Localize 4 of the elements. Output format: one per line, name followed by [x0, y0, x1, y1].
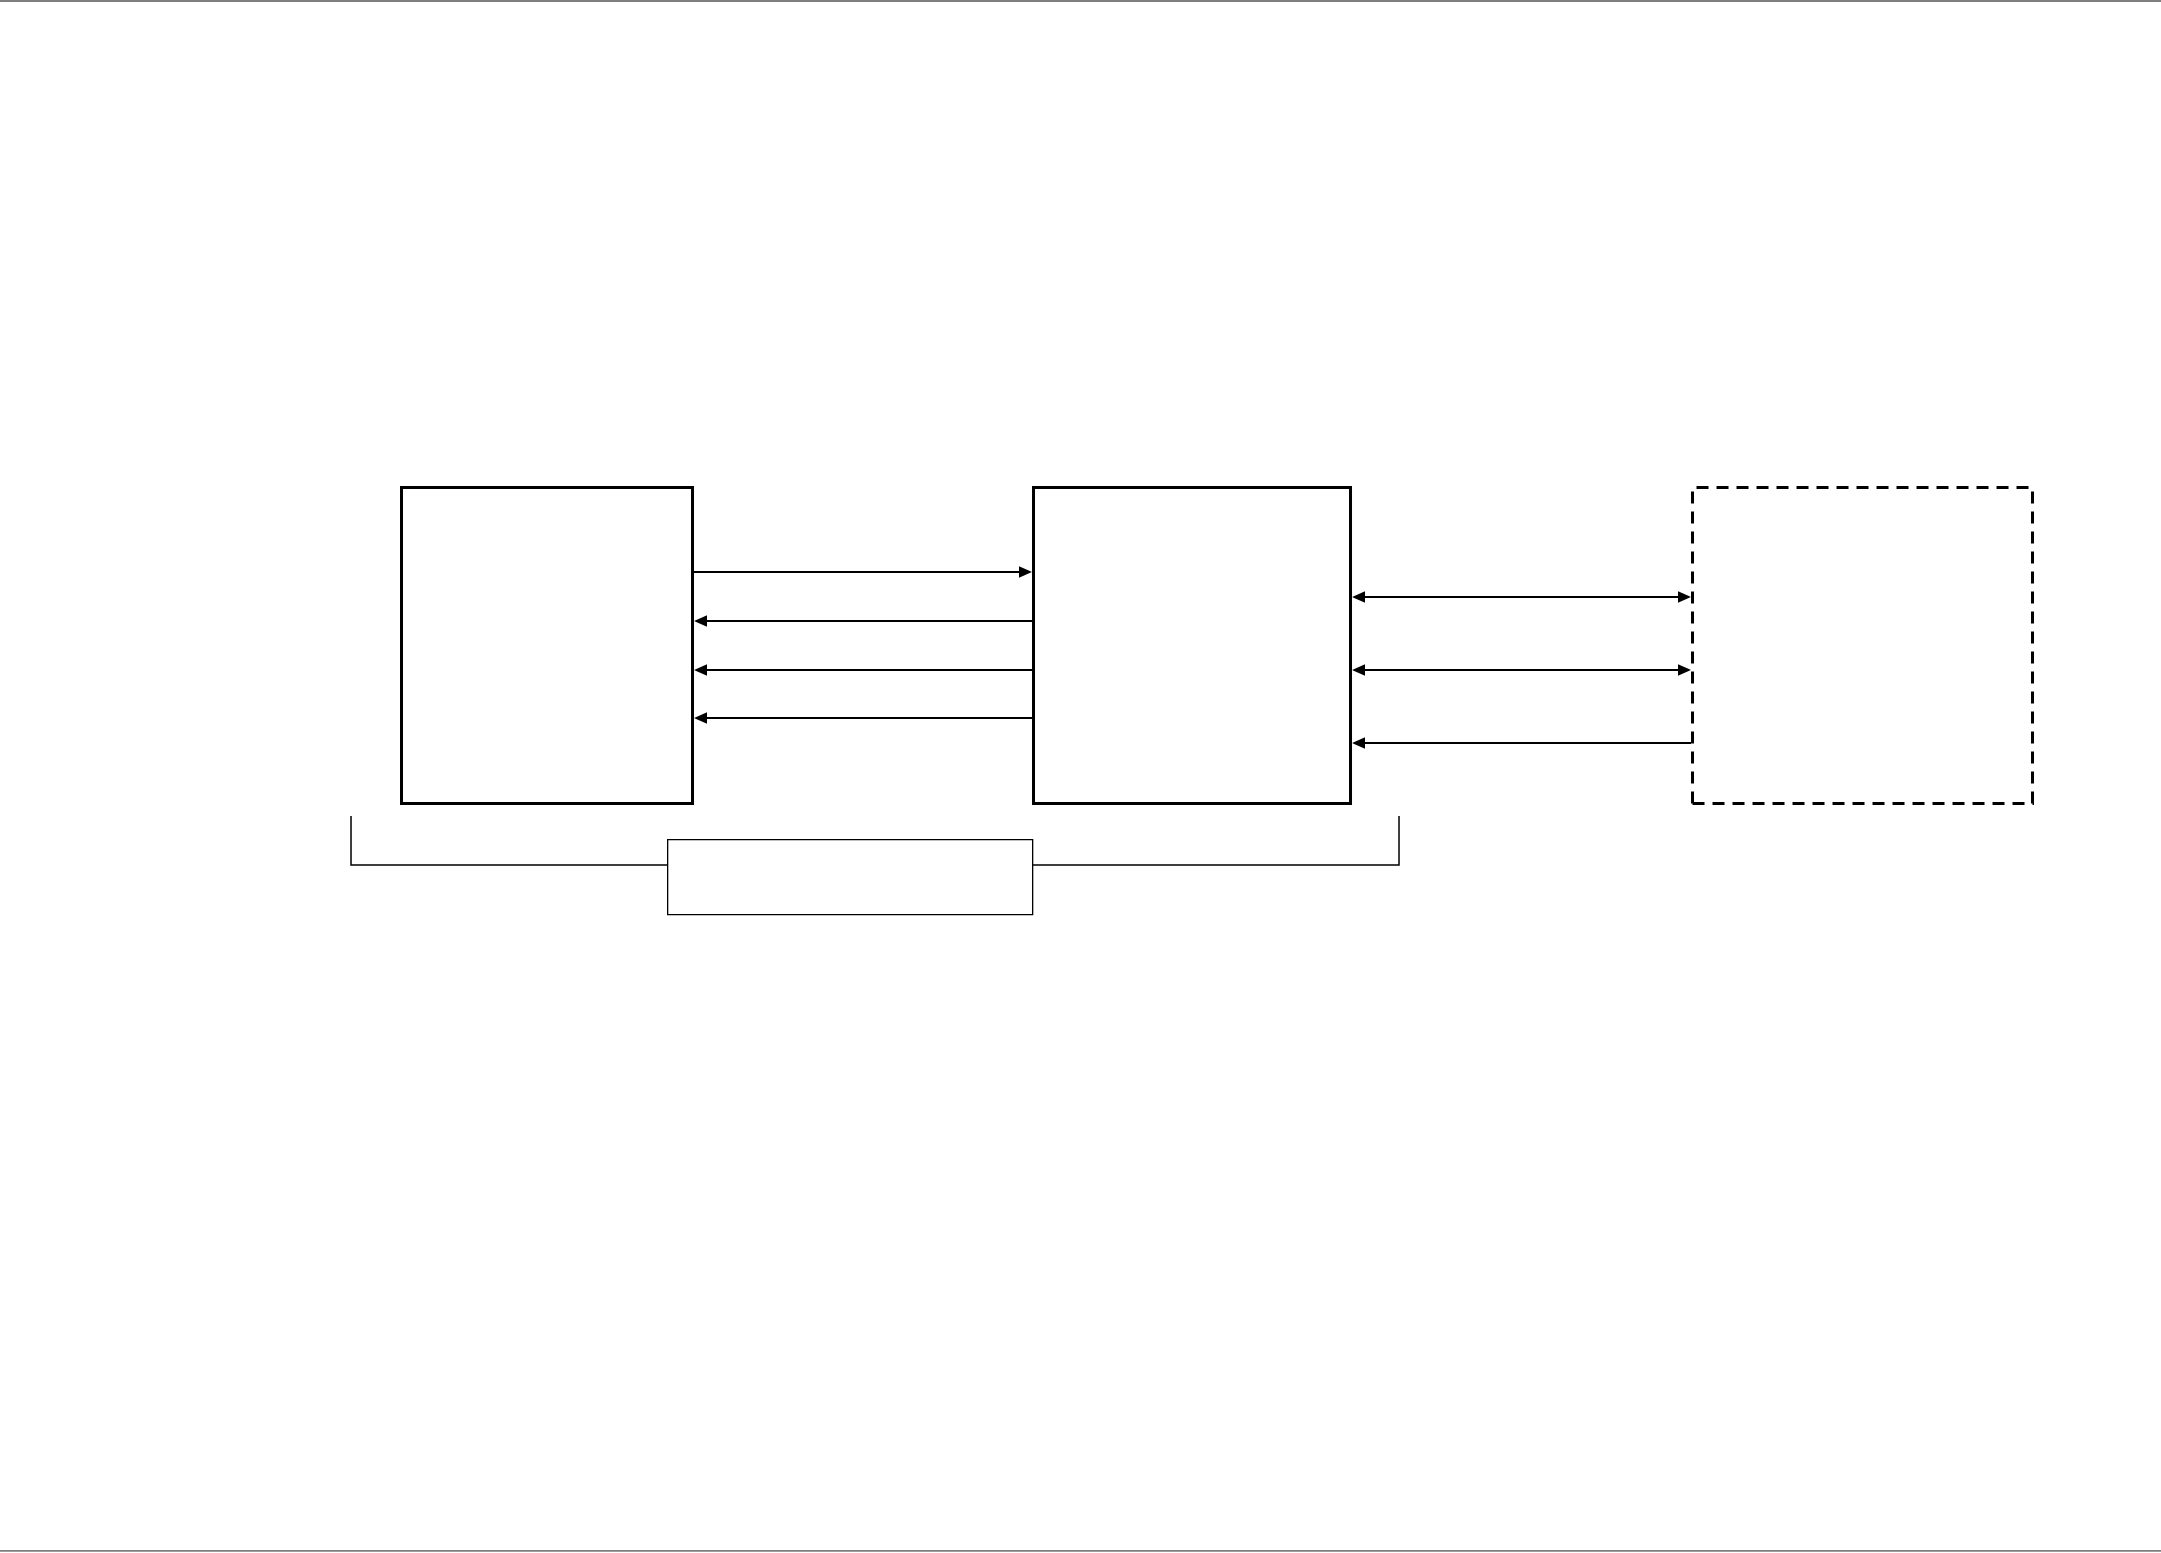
- block-box: [1691, 486, 2034, 805]
- block-box: [1032, 486, 1352, 805]
- block-box: [400, 486, 694, 805]
- block-box: [667, 839, 1034, 916]
